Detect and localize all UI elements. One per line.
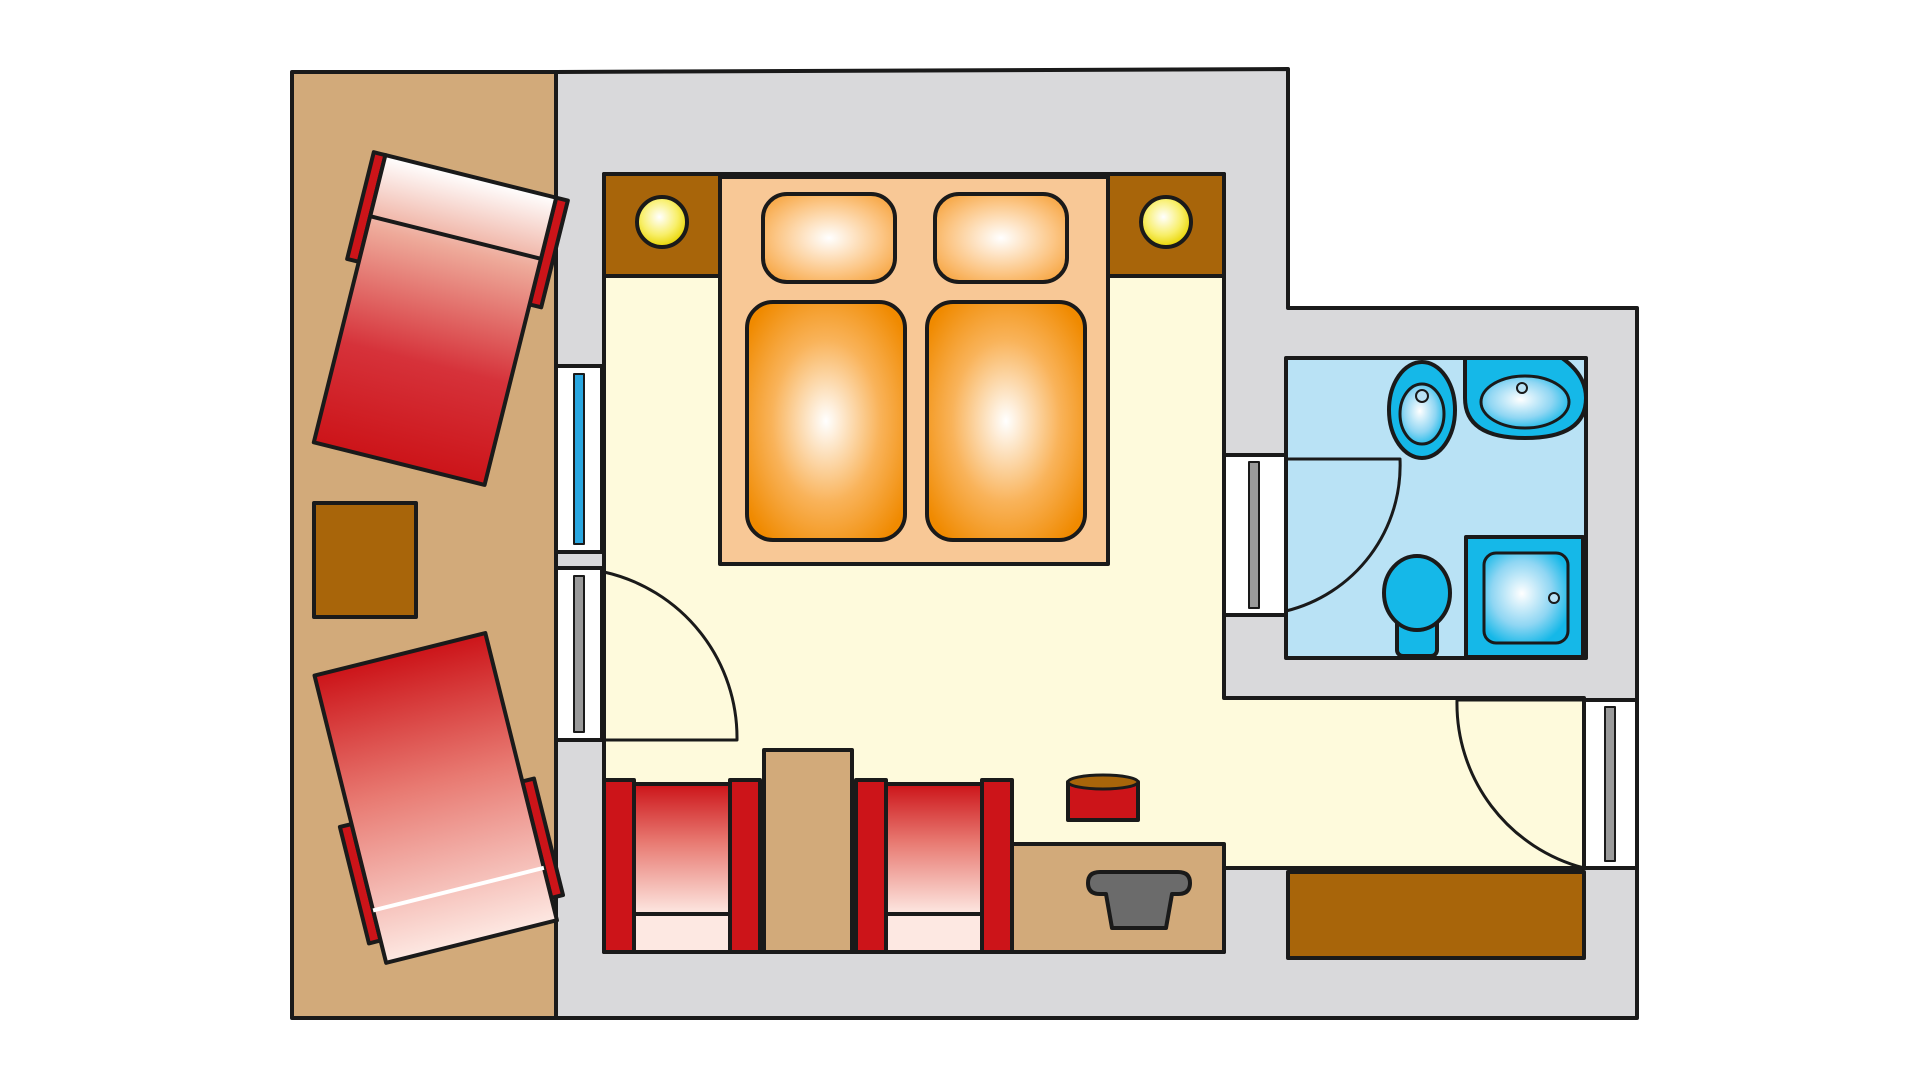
bidet-icon	[1387, 360, 1457, 460]
pillow-icon	[933, 192, 1069, 284]
armchair-icon	[854, 778, 1014, 954]
door-icon	[1222, 453, 1402, 617]
small-table	[762, 748, 854, 954]
side-table	[312, 501, 418, 619]
bedside-lamp-icon	[1139, 195, 1193, 249]
basin-icon	[1086, 870, 1192, 930]
sink-icon	[1463, 356, 1588, 440]
toilet-icon	[1382, 554, 1452, 658]
mattress	[925, 300, 1087, 542]
door-icon	[1455, 698, 1639, 870]
window-icon	[554, 364, 604, 554]
waste-bin-icon	[1066, 773, 1140, 822]
armchair-icon	[602, 778, 762, 954]
sun-lounger-icon	[311, 150, 570, 487]
mattress	[745, 300, 907, 542]
shower-icon	[1464, 535, 1585, 659]
door-icon	[554, 566, 739, 742]
sun-lounger-icon	[312, 631, 565, 965]
bedside-lamp-icon	[635, 195, 689, 249]
pillow-icon	[761, 192, 897, 284]
wardrobe	[1286, 870, 1586, 960]
